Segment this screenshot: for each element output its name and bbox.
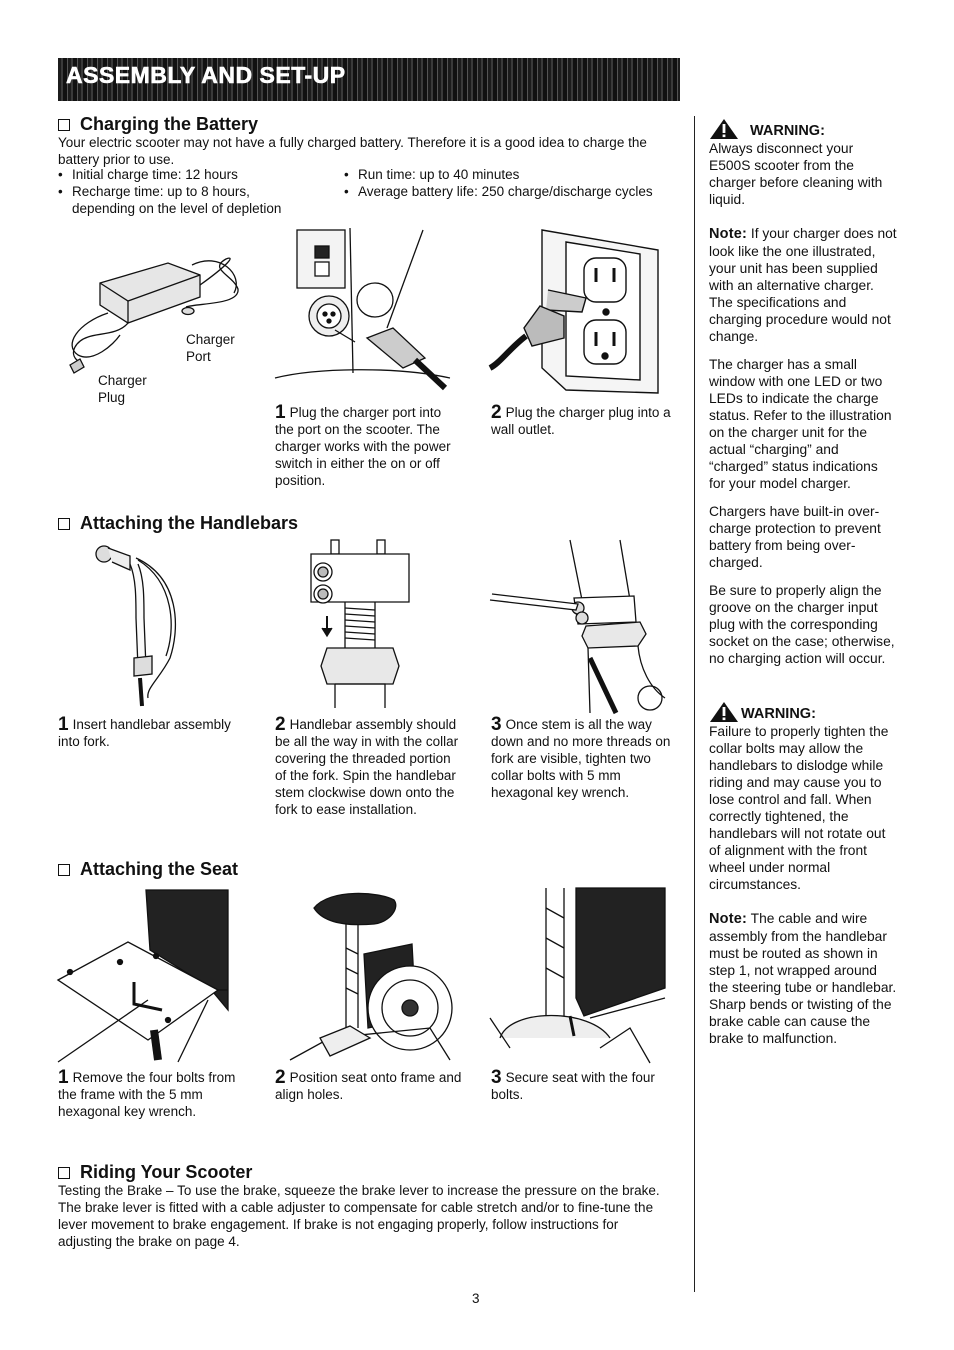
- step-text: Plug the charger port into the port on t…: [275, 405, 451, 488]
- warning-text: Failure to properly tighten the collar b…: [709, 724, 889, 892]
- sidebar-block-1: WARNING: Always disconnect your E500S sc…: [709, 118, 897, 667]
- warning-label: WARNING:: [750, 123, 825, 139]
- seat-heading: Attaching the Seat: [58, 859, 238, 880]
- charging-bullets-left: Initial charge time: 12 hours Recharge t…: [58, 166, 283, 217]
- bullet-item: Average battery life: 250 charge/dischar…: [344, 183, 664, 200]
- step-text: Plug the charger plug into a wall outlet…: [491, 405, 671, 437]
- warning-label: WARNING:: [741, 706, 816, 722]
- handlebar-fork-illustration: [95, 545, 177, 707]
- step-text: Insert handlebar assembly into fork.: [58, 717, 231, 749]
- note-label: Note:: [709, 911, 748, 927]
- note-2: Note: The cable and wire assembly from t…: [709, 910, 897, 1047]
- riding-heading: Riding Your Scooter: [58, 1162, 252, 1183]
- step-number: 1: [58, 714, 69, 735]
- scooter-port-illustration: [274, 227, 451, 391]
- seat-position-illustration: [289, 892, 453, 1061]
- step-number: 3: [491, 1067, 502, 1088]
- charging-bullets-right: Run time: up to 40 minutes Average batte…: [344, 166, 664, 200]
- checkbox-icon: [58, 1166, 70, 1179]
- warning-icon: [710, 702, 738, 722]
- step-text: Once stem is all the way down and no mor…: [491, 717, 671, 800]
- step-number: 2: [491, 402, 502, 423]
- handlebars-heading: Attaching the Handlebars: [58, 513, 298, 534]
- sidebar-paragraph: Chargers have built-in over-charge prote…: [709, 504, 881, 570]
- step-text: Remove the four bolts from the frame wit…: [58, 1070, 236, 1119]
- note-label: Note:: [709, 226, 748, 242]
- label-charger-port: Charger Port: [186, 332, 235, 364]
- page-number: 3: [472, 1291, 480, 1306]
- column-divider: [694, 116, 695, 1292]
- bullet-item: Run time: up to 40 minutes: [344, 166, 664, 183]
- checkbox-icon: [58, 863, 70, 876]
- warning-heading: WARNING:: [709, 118, 897, 140]
- step-number: 3: [491, 714, 502, 735]
- note-text: The cable and wire assembly from the han…: [709, 911, 897, 1046]
- wall-outlet-illustration: [488, 229, 659, 394]
- label-charger-plug: Charger Plug: [98, 373, 147, 405]
- sidebar-paragraph: Be sure to properly align the groove on …: [709, 583, 895, 666]
- section-banner: [58, 58, 680, 101]
- collar-bolt-wrench-illustration: [489, 539, 666, 715]
- step-text: Handlebar assembly should be all the way…: [275, 717, 459, 817]
- step-text: Secure seat with the four bolts.: [491, 1070, 655, 1102]
- bullet-item: Initial charge time: 12 hours: [58, 166, 283, 183]
- warning-heading: WARNING:: [709, 701, 897, 723]
- warning-text: Always disconnect your E500S scooter fro…: [709, 141, 883, 207]
- checkbox-icon: [58, 517, 70, 530]
- sidebar-block-2: WARNING: Failure to properly tighten the…: [709, 701, 897, 1047]
- note-1: Note: If your charger does not look like…: [709, 225, 897, 345]
- warning-icon: [710, 119, 738, 139]
- charging-heading: Charging the Battery: [58, 114, 258, 135]
- sidebar-paragraph: The charger has a small window with one …: [709, 357, 892, 491]
- seat-secure-illustration: [489, 887, 666, 1064]
- checkbox-icon: [58, 118, 70, 131]
- step-number: 1: [275, 402, 286, 423]
- handlebar-collar-illustration: [310, 539, 410, 708]
- step-text: Position seat onto frame and align holes…: [275, 1070, 462, 1102]
- seat-heading-text: Attaching the Seat: [80, 859, 239, 879]
- bullet-item: Recharge time: up to 8 hours, depending …: [58, 183, 283, 217]
- handlebars-heading-text: Attaching the Handlebars: [80, 513, 299, 533]
- step-number: 2: [275, 1067, 286, 1088]
- charging-intro: Your electric scooter may not have a ful…: [58, 135, 647, 167]
- riding-text: Testing the Brake – To use the brake, sq…: [58, 1183, 660, 1249]
- step-number: 1: [58, 1067, 69, 1088]
- page-title: ASSEMBLY AND SET-UP: [66, 62, 346, 89]
- note-text: If your charger does not look like the o…: [709, 226, 897, 344]
- riding-heading-text: Riding Your Scooter: [80, 1162, 253, 1182]
- charger-illustration: [69, 257, 239, 374]
- step-number: 2: [275, 714, 286, 735]
- seat-frame-bolts-illustration: [56, 889, 229, 1063]
- charging-heading-text: Charging the Battery: [80, 114, 259, 134]
